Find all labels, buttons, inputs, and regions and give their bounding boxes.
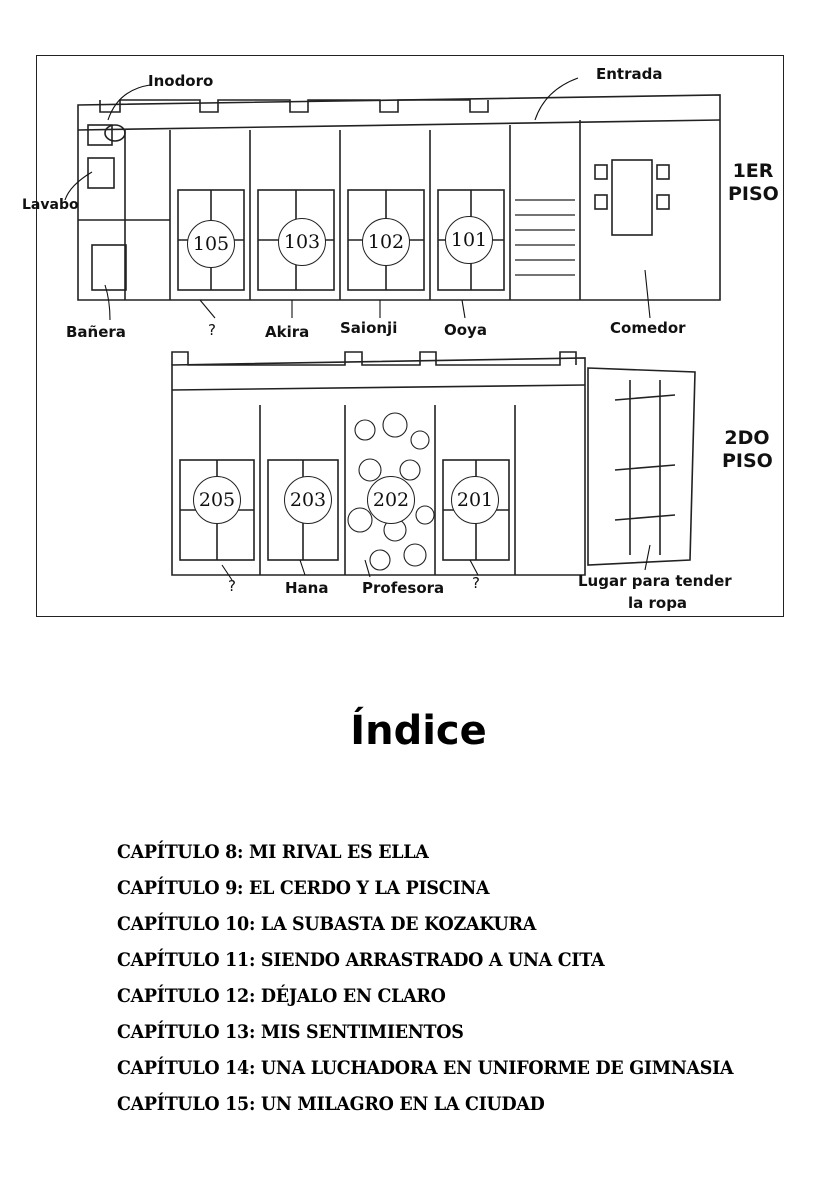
floor-second-line1: 2DO: [724, 427, 770, 449]
label-unknown-201: ?: [472, 574, 480, 592]
label-saionji: Saionji: [340, 319, 398, 337]
floor-plan-drawing: [64, 77, 721, 581]
label-tender-line2: la ropa: [628, 594, 688, 612]
room-205-marker: 205: [193, 476, 241, 524]
label-ooya: Ooya: [444, 321, 487, 339]
floor-first-line2: PISO: [728, 182, 779, 205]
label-profesora: Profesora: [362, 579, 445, 597]
chapter-list: CAPÍTULO 8: MI RIVAL ES ELLA CAPÍTULO 9:…: [117, 834, 787, 1122]
floor-label-first: 1ER PISO: [728, 160, 779, 206]
room-101-marker: 101: [445, 216, 493, 264]
chapter-11: CAPÍTULO 11: SIENDO ARRASTRADO A UNA CIT…: [117, 949, 605, 971]
label-unknown-205: ?: [228, 577, 236, 595]
label-tender-line1: Lugar para tender: [578, 572, 732, 590]
chapter-10: CAPÍTULO 10: LA SUBASTA DE KOZAKURA: [117, 913, 537, 935]
chapter-9: CAPÍTULO 9: EL CERDO Y LA PISCINA: [117, 877, 490, 899]
chapter-14: CAPÍTULO 14: UNA LUCHADORA EN UNIFORME D…: [117, 1057, 734, 1079]
floor-second-line2: PISO: [722, 449, 773, 472]
chapter-8: CAPÍTULO 8: MI RIVAL ES ELLA: [117, 841, 429, 863]
index-title: Índice: [350, 708, 487, 754]
second-floor-outline: [171, 357, 586, 576]
label-banera: Bañera: [66, 323, 126, 341]
room-201-marker: 201: [451, 476, 499, 524]
label-akira: Akira: [265, 323, 310, 341]
label-entrada: Entrada: [596, 65, 663, 83]
room-102-marker: 102: [362, 218, 410, 266]
room-202-marker: 202: [367, 476, 415, 524]
floor-label-second: 2DO PISO: [722, 427, 773, 473]
room-203-marker: 203: [284, 476, 332, 524]
chapter-12: CAPÍTULO 12: DÉJALO EN CLARO: [117, 985, 446, 1007]
first-floor-outline: [77, 94, 721, 301]
room-105-marker: 105: [187, 220, 235, 268]
room-103-marker: 103: [278, 218, 326, 266]
label-comedor: Comedor: [610, 319, 686, 337]
chapter-13: CAPÍTULO 13: MIS SENTIMIENTOS: [117, 1021, 464, 1043]
label-hana: Hana: [285, 579, 329, 597]
label-unknown-105: ?: [208, 321, 216, 339]
floor-first-line1: 1ER: [732, 160, 774, 182]
label-lavabo: Lavabo: [22, 197, 79, 213]
label-inodoro: Inodoro: [148, 72, 214, 90]
chapter-15: CAPÍTULO 15: UN MILAGRO EN LA CIUDAD: [117, 1093, 545, 1115]
